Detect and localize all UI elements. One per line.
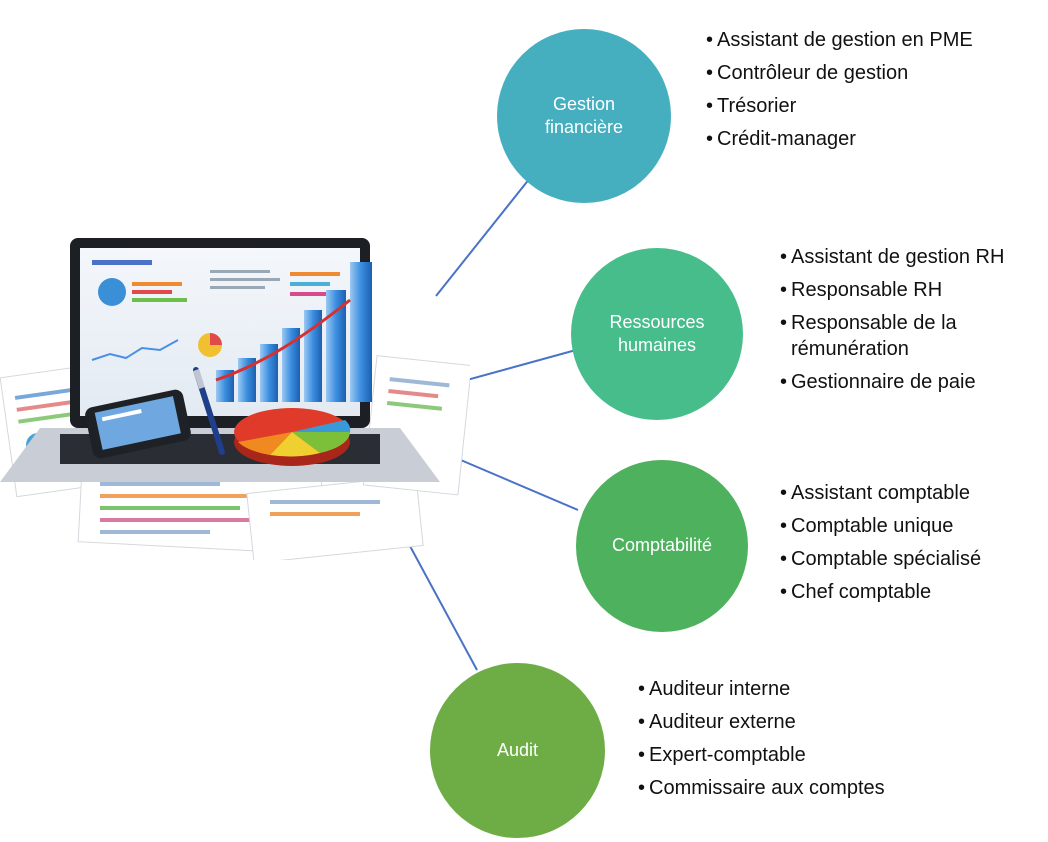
list-item: Assistant de gestion RH <box>780 244 1046 270</box>
report-paper-bottom <box>77 463 424 560</box>
list-item: Gestionnaire de paie <box>780 369 1046 395</box>
list-item: Commissaire aux comptes <box>638 775 898 801</box>
finance-laptop-illustration <box>0 238 470 560</box>
list-item: Responsable de la rémunération <box>780 310 1046 362</box>
list-item: Contrôleur de gestion <box>706 60 996 86</box>
pie-chart-3d <box>234 408 351 466</box>
list-comptabilite: Assistant comptable Comptable unique Com… <box>780 480 1046 612</box>
smartphone <box>85 389 191 459</box>
pen <box>193 367 225 455</box>
circle-gestion-financiere: Gestion financière <box>497 29 671 203</box>
circle-comptabilite: Comptabilité <box>576 460 748 632</box>
list-item: Auditeur interne <box>638 676 898 702</box>
list-item: Assistant comptable <box>780 480 1046 506</box>
connector-audit <box>403 534 478 671</box>
connector-comptabilite <box>455 457 579 511</box>
list-item: Auditeur externe <box>638 709 898 735</box>
list-item: Expert-comptable <box>638 742 898 768</box>
list-gestion-financiere: Assistant de gestion en PME Contrôleur d… <box>706 27 996 159</box>
list-item: Comptable unique <box>780 513 1046 539</box>
list-item: Assistant de gestion en PME <box>706 27 996 53</box>
list-item: Trésorier <box>706 93 996 119</box>
circle-ressources-humaines: Ressources humaines <box>571 248 743 420</box>
list-item: Crédit-manager <box>706 126 996 152</box>
circle-audit: Audit <box>430 663 605 838</box>
list-item: Chef comptable <box>780 579 1046 605</box>
connector-ressources-humaines <box>455 349 577 384</box>
list-item: Comptable spécialisé <box>780 546 1046 572</box>
list-audit: Auditeur interne Auditeur externe Expert… <box>638 676 898 808</box>
bar-chart-3d <box>215 262 372 402</box>
list-item: Responsable RH <box>780 277 1046 303</box>
connector-gestion-financiere <box>435 177 531 297</box>
list-ressources-humaines: Assistant de gestion RH Responsable RH R… <box>780 244 1046 402</box>
